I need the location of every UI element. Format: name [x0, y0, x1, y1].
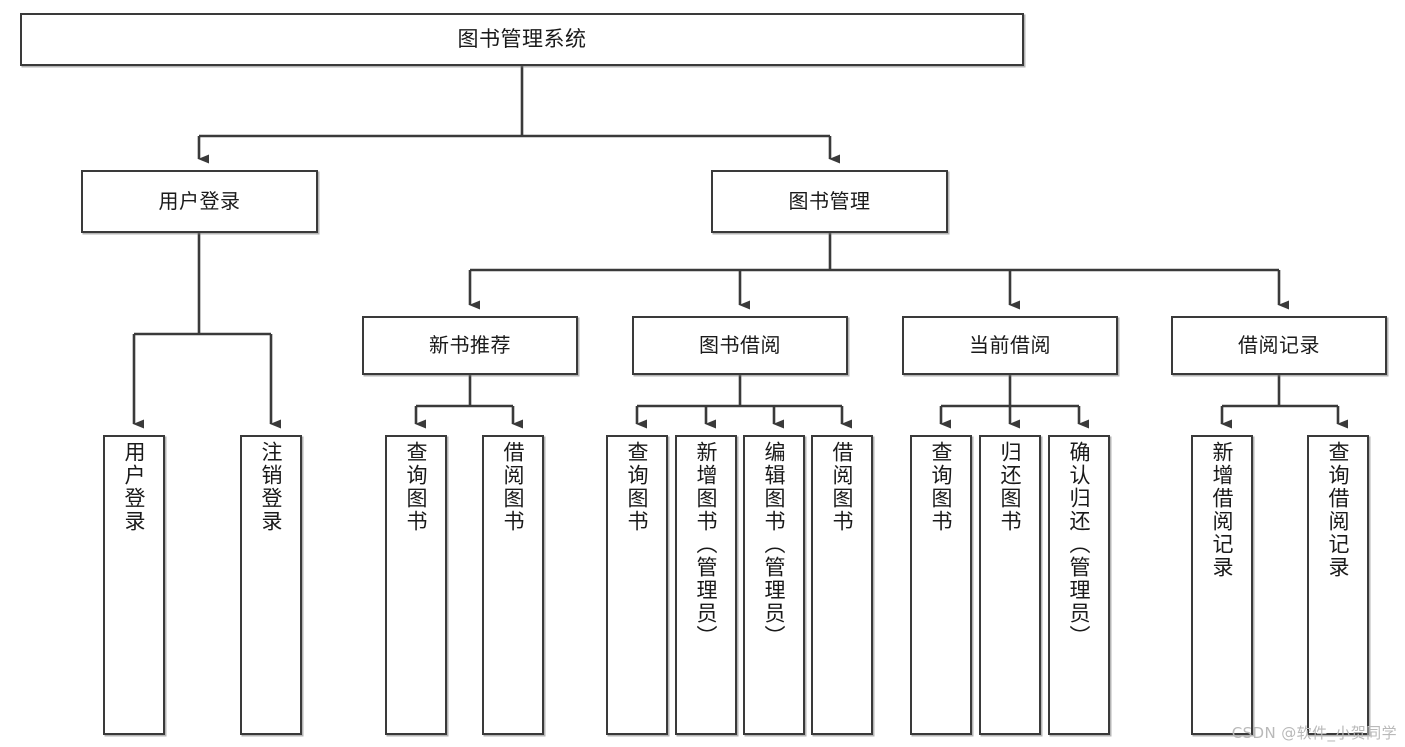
node-leaf-borrow-book-2[interactable]: 借阅图书: [811, 435, 873, 735]
watermark-label: CSDN @软件_小贺同学: [1231, 724, 1397, 742]
node-leaf-add-record-label: 新增借阅记录: [1210, 441, 1235, 579]
node-leaf-query-book-1[interactable]: 查询图书: [385, 435, 447, 735]
node-leaf-confirm-return[interactable]: 确认归还（管理员）: [1048, 435, 1110, 735]
node-leaf-user-login[interactable]: 用户登录: [103, 435, 165, 735]
node-leaf-query-book-2-label: 查询图书: [625, 441, 650, 533]
node-leaf-query-book-2[interactable]: 查询图书: [606, 435, 668, 735]
node-root-system-label: 图书管理系统: [457, 27, 587, 52]
node-leaf-query-book-3[interactable]: 查询图书: [910, 435, 972, 735]
node-leaf-query-book-1-label: 查询图书: [404, 441, 429, 533]
node-leaf-edit-book[interactable]: 编辑图书（管理员）: [743, 435, 805, 735]
node-leaf-add-book[interactable]: 新增图书（管理员）: [675, 435, 737, 735]
node-book-borrow-label: 图书借阅: [699, 332, 781, 357]
node-new-book-recommend-label: 新书推荐: [429, 332, 511, 357]
node-leaf-user-login-label: 用户登录: [122, 441, 147, 533]
node-leaf-borrow-book-1[interactable]: 借阅图书: [482, 435, 544, 735]
node-leaf-logout-login[interactable]: 注销登录: [240, 435, 302, 735]
node-book-management-label: 图书管理: [788, 188, 871, 213]
node-borrow-record[interactable]: 借阅记录: [1171, 316, 1387, 375]
node-leaf-query-book-3-label: 查询图书: [929, 441, 954, 533]
node-leaf-query-record-label: 查询借阅记录: [1326, 441, 1351, 579]
node-leaf-add-record[interactable]: 新增借阅记录: [1191, 435, 1253, 735]
node-current-borrow[interactable]: 当前借阅: [902, 316, 1118, 375]
node-leaf-query-record[interactable]: 查询借阅记录: [1307, 435, 1369, 735]
node-leaf-confirm-return-label: 确认归还（管理员）: [1067, 441, 1092, 648]
node-user-login-label: 用户登录: [158, 188, 241, 213]
node-current-borrow-label: 当前借阅: [969, 332, 1051, 357]
node-root-system[interactable]: 图书管理系统: [20, 13, 1024, 66]
node-user-login[interactable]: 用户登录: [81, 170, 318, 233]
node-new-book-recommend[interactable]: 新书推荐: [362, 316, 578, 375]
node-leaf-edit-book-label: 编辑图书（管理员）: [762, 441, 787, 648]
node-leaf-return-book-label: 归还图书: [998, 441, 1023, 533]
node-borrow-record-label: 借阅记录: [1238, 332, 1320, 357]
node-leaf-return-book[interactable]: 归还图书: [979, 435, 1041, 735]
node-leaf-borrow-book-1-label: 借阅图书: [501, 441, 526, 533]
node-leaf-logout-login-label: 注销登录: [259, 441, 284, 533]
node-book-management[interactable]: 图书管理: [711, 170, 948, 233]
node-book-borrow[interactable]: 图书借阅: [632, 316, 848, 375]
node-leaf-borrow-book-2-label: 借阅图书: [830, 441, 855, 533]
node-leaf-add-book-label: 新增图书（管理员）: [694, 441, 719, 648]
